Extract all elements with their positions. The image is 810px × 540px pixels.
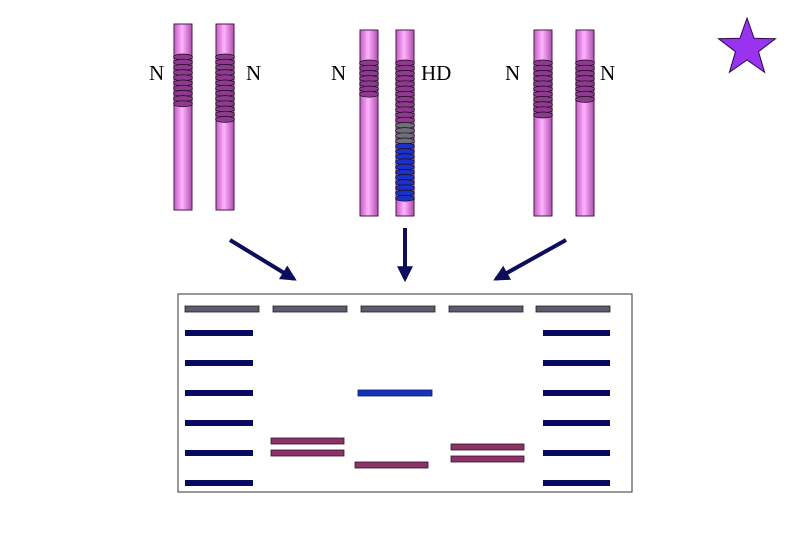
sample-2-bands bbox=[354, 389, 433, 469]
ladder-band bbox=[185, 390, 253, 396]
normal-repeat bbox=[533, 111, 553, 119]
arrow-left bbox=[228, 238, 297, 281]
normal-repeat bbox=[215, 116, 235, 123]
normal-repeat bbox=[173, 100, 193, 108]
sample-band bbox=[354, 461, 429, 469]
label-n-2: N bbox=[246, 61, 262, 85]
well-sample-3 bbox=[448, 305, 524, 313]
arrow-right bbox=[493, 238, 567, 281]
repeat-coils bbox=[173, 53, 595, 202]
well-ladder-right bbox=[535, 305, 611, 313]
ladder-band bbox=[543, 330, 610, 336]
label-n-1: N bbox=[149, 61, 165, 85]
well-sample-2 bbox=[360, 305, 436, 313]
label-n-3: N bbox=[331, 61, 347, 85]
ladder-right-bands bbox=[543, 330, 610, 486]
label-hd: HD bbox=[421, 61, 452, 85]
sample-band bbox=[270, 449, 345, 457]
chromosome-1a bbox=[173, 23, 193, 211]
sample-band bbox=[450, 443, 525, 451]
label-n-4: N bbox=[505, 61, 521, 85]
ladder-band bbox=[185, 330, 253, 336]
sample-1-bands bbox=[270, 437, 345, 457]
ladder-band bbox=[543, 360, 610, 366]
sample-band bbox=[450, 455, 525, 463]
normal-repeat bbox=[575, 96, 595, 103]
ladder-band bbox=[185, 450, 253, 456]
ladder-band bbox=[543, 390, 610, 396]
ladder-band bbox=[543, 480, 610, 486]
expanded-repeat bbox=[395, 194, 415, 202]
expanded-band bbox=[357, 389, 433, 397]
ladder-band bbox=[185, 420, 253, 426]
well-sample-1 bbox=[272, 305, 348, 313]
gel bbox=[177, 293, 633, 493]
sample-3-bands bbox=[450, 443, 525, 463]
ladder-left-bands bbox=[185, 330, 253, 486]
normal-repeat bbox=[359, 90, 379, 98]
ladder-band bbox=[543, 420, 610, 426]
chromosome-pairs bbox=[173, 23, 595, 217]
label-n-5: N bbox=[600, 61, 616, 85]
arrows bbox=[228, 228, 567, 283]
sample-band bbox=[270, 437, 345, 445]
ladder-band bbox=[185, 480, 253, 486]
ladder-band bbox=[185, 360, 253, 366]
chromosome-2a bbox=[359, 29, 379, 217]
chromosome-3b bbox=[575, 29, 595, 217]
star-icon bbox=[717, 16, 777, 74]
ladder-band bbox=[543, 450, 610, 456]
well-ladder-left bbox=[184, 305, 260, 313]
chromosome-3a bbox=[533, 29, 553, 217]
